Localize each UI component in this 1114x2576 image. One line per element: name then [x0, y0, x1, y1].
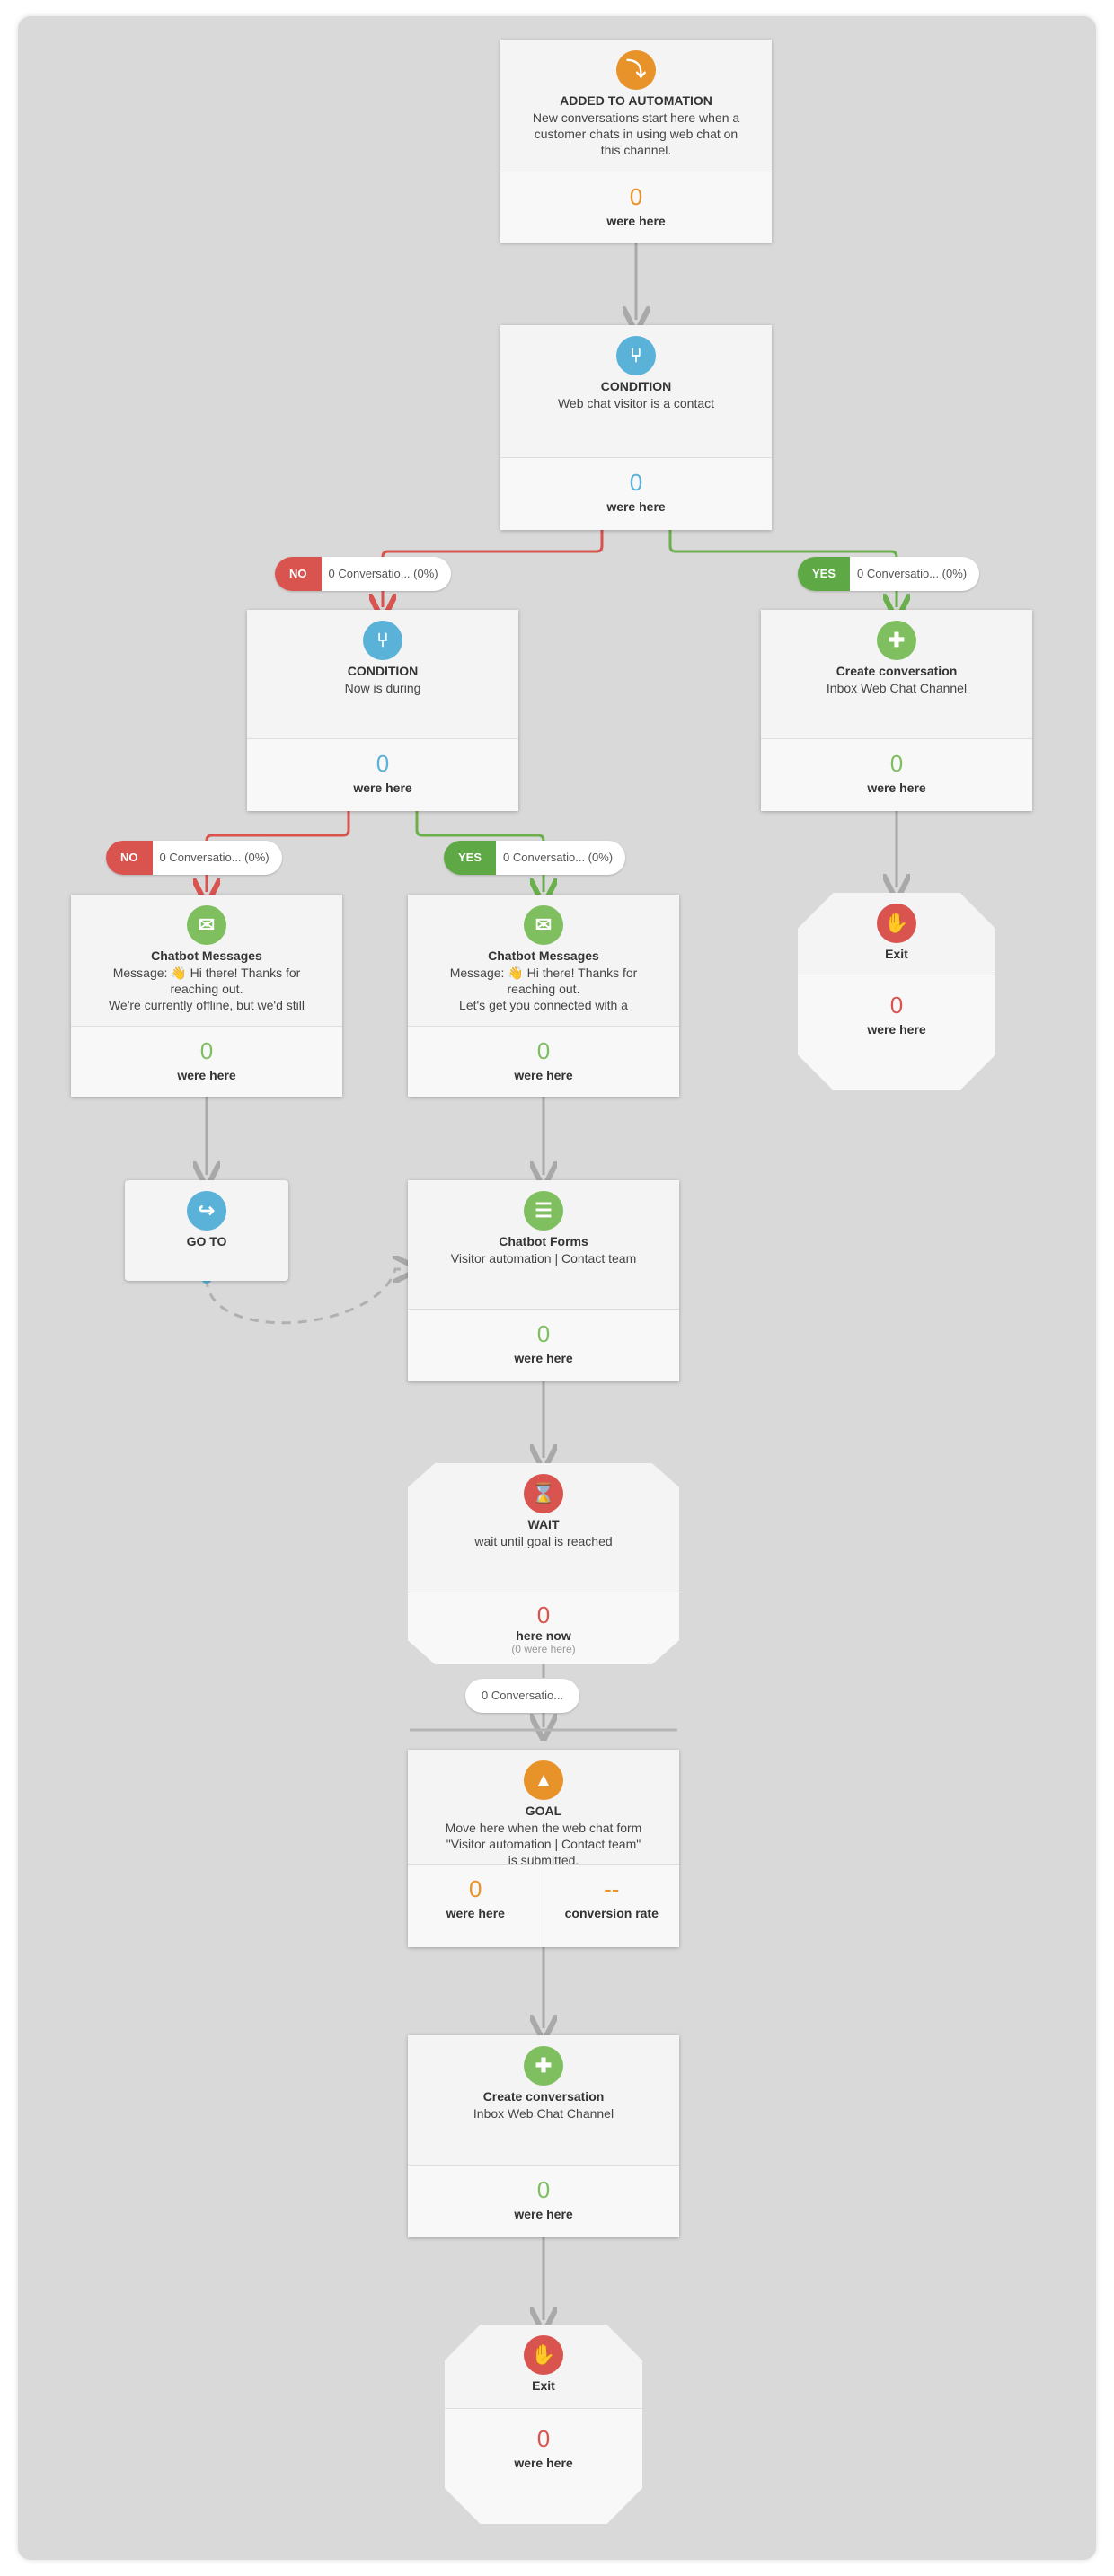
- node-chatbot-messages-offline[interactable]: ✉ Chatbot Messages Message: 👋 Hi there! …: [71, 895, 342, 1097]
- conversion-rate-label: conversion rate: [564, 1906, 659, 1920]
- node-exit[interactable]: ✋ Exit 0 were here: [798, 893, 995, 1090]
- node-description: Visitor automation | Contact team: [450, 1251, 637, 1266]
- node-title: Exit: [885, 947, 908, 961]
- node-create-conversation-2[interactable]: ✚ Create conversation Inbox Web Chat Cha…: [408, 2035, 679, 2237]
- yes-tag: YES: [444, 841, 497, 875]
- node-count-label: were here: [177, 1068, 236, 1082]
- no-tag: NO: [275, 557, 322, 591]
- node-count-label: were here: [867, 781, 926, 795]
- goal-count-label: were here: [446, 1906, 505, 1920]
- node-exit-2[interactable]: ✋ Exit 0 were here: [445, 2325, 642, 2524]
- node-chatbot-messages-online[interactable]: ✉ Chatbot Messages Message: 👋 Hi there! …: [408, 895, 679, 1097]
- branch-count: 0 Conversatio... (0%): [503, 851, 614, 864]
- node-title: Create conversation: [482, 2089, 605, 2104]
- node-count: 0: [536, 1601, 551, 1628]
- node-title: Create conversation: [836, 664, 958, 678]
- node-description: wait until goal is reached: [474, 1534, 613, 1548]
- automation-canvas[interactable]: ⤵ ADDED TO AUTOMATION New conversations …: [18, 16, 1096, 2560]
- branch-no-pill[interactable]: NO 0 Conversatio... (0%): [106, 841, 282, 875]
- branch-no-pill[interactable]: NO 0 Conversatio... (0%): [275, 557, 451, 591]
- node-sub-count: (0 were here): [511, 1643, 576, 1655]
- node-count: 0: [376, 750, 390, 777]
- node-description: Inbox Web Chat Channel: [473, 2106, 614, 2121]
- node-count: 0: [629, 469, 643, 496]
- node-count: 0: [536, 1320, 551, 1347]
- goal-conversations-pill[interactable]: 0 Conversatio...: [465, 1679, 580, 1713]
- node-description: Now is during: [344, 681, 421, 695]
- mountain-flag-icon: ▲: [524, 1760, 563, 1800]
- branch-icon: ⑂: [363, 621, 402, 660]
- yes-tag: YES: [798, 557, 851, 591]
- chat-plus-icon: ✚: [877, 621, 916, 660]
- node-count-label: here now: [516, 1628, 571, 1643]
- arrow-down-circle-icon: ⤵: [616, 50, 656, 90]
- hand-icon: ✋: [524, 2335, 563, 2375]
- node-title: Chatbot Forms: [499, 1234, 588, 1248]
- node-wait[interactable]: ⌛ WAIT wait until goal is reached 0 here…: [408, 1463, 679, 1664]
- node-added-to-automation[interactable]: ⤵ ADDED TO AUTOMATION New conversations …: [500, 40, 772, 243]
- node-description: Move here when the web chat form"Visitor…: [445, 1821, 642, 1867]
- node-title: Chatbot Messages: [151, 948, 262, 963]
- node-count-label: were here: [514, 1351, 573, 1365]
- node-chatbot-forms[interactable]: ☰ Chatbot Forms Visitor automation | Con…: [408, 1180, 679, 1381]
- node-count-label: were here: [606, 214, 666, 228]
- no-tag: NO: [106, 841, 153, 875]
- redo-arrow-icon: ↪: [187, 1191, 226, 1231]
- node-count-label: were here: [514, 2456, 573, 2470]
- node-title: CONDITION: [347, 664, 419, 678]
- node-create-conversation[interactable]: ✚ Create conversation Inbox Web Chat Cha…: [761, 610, 1032, 811]
- node-title: GOAL: [525, 1804, 562, 1818]
- branch-count: 0 Conversatio... (0%): [857, 567, 968, 580]
- conversion-rate-value: --: [604, 1875, 620, 1902]
- node-title: Chatbot Messages: [488, 948, 599, 963]
- branch-yes-pill[interactable]: YES 0 Conversatio... (0%): [444, 841, 626, 875]
- node-count: 0: [536, 2176, 551, 2203]
- node-count: 0: [536, 2425, 551, 2452]
- node-title: GO TO: [186, 1234, 227, 1248]
- hourglass-icon: ⌛: [524, 1474, 563, 1513]
- chat-plus-icon: ✚: [524, 2046, 563, 2086]
- node-goal[interactable]: ▲ GOAL Move here when the web chat form"…: [408, 1750, 679, 1947]
- goal-count: 0: [469, 1875, 482, 1902]
- node-description: Inbox Web Chat Channel: [826, 681, 968, 695]
- node-count: 0: [199, 1037, 214, 1064]
- goal-stats: 0 were here -- conversion rate: [408, 1864, 679, 1947]
- branch-count: 0 Conversatio... (0%): [159, 851, 270, 864]
- node-count: 0: [536, 1037, 551, 1064]
- node-count: 0: [889, 992, 904, 1019]
- node-count: 0: [629, 183, 643, 210]
- node-title: CONDITION: [600, 379, 672, 393]
- node-description: Web chat visitor is a contact: [557, 396, 715, 410]
- node-count-label: were here: [514, 2207, 573, 2221]
- node-title: ADDED TO AUTOMATION: [560, 93, 712, 108]
- node-condition-now[interactable]: ⑂ CONDITION Now is during 0 were here: [247, 610, 518, 811]
- node-count-label: were here: [606, 499, 666, 514]
- branch-count: 0 Conversatio... (0%): [328, 567, 438, 580]
- form-icon: ☰: [524, 1191, 563, 1231]
- node-count-label: were here: [353, 781, 412, 795]
- node-count-label: were here: [514, 1068, 573, 1082]
- node-go-to[interactable]: ↪ GO TO: [125, 1180, 288, 1281]
- node-title: Exit: [532, 2378, 555, 2393]
- branch-yes-pill[interactable]: YES 0 Conversatio... (0%): [798, 557, 980, 591]
- node-title: WAIT: [527, 1517, 560, 1531]
- chat-message-icon: ✉: [524, 905, 563, 945]
- node-count-label: were here: [867, 1022, 926, 1037]
- hand-icon: ✋: [877, 904, 916, 943]
- branch-icon: ⑂: [616, 336, 656, 375]
- node-count: 0: [889, 750, 904, 777]
- node-condition-contact[interactable]: ⑂ CONDITION Web chat visitor is a contac…: [500, 325, 772, 530]
- chat-message-icon: ✉: [187, 905, 226, 945]
